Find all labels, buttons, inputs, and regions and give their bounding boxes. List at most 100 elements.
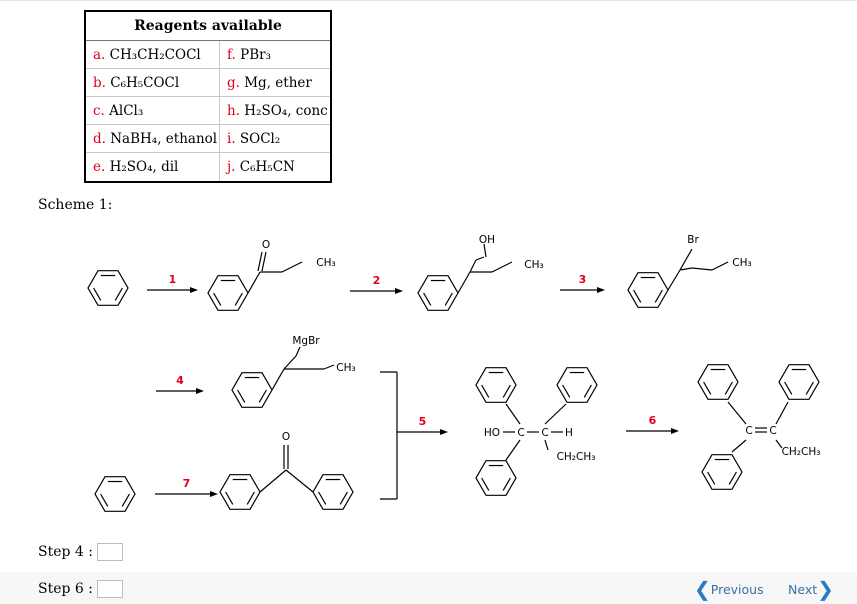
step-number-7: 7 [183,477,191,490]
aromatic-double-bond [784,381,793,395]
benzene-ring [207,275,249,311]
step-6-answer-row: Step 6 : [38,580,123,598]
aromatic-double-bond [100,493,109,507]
reagent-item: e. H₂SO₄, dil [86,153,220,181]
aromatic-double-bond [213,292,222,306]
benzene-ring [219,474,261,510]
reagent-name: C₆H₅COCl [110,75,180,91]
aromatic-double-bond [339,491,348,505]
methyl-label: CH₃ [336,362,355,374]
aromatic-double-bond [583,384,592,398]
step-number-5: 5 [419,415,427,428]
aromatic-double-bond [728,471,737,485]
bond-line [667,269,681,291]
step-number-6: 6 [649,414,657,427]
aromatic-double-bond [225,491,234,505]
bond-line [544,439,549,451]
bond-line [283,355,297,370]
aromatic-double-bond [93,287,102,301]
hydroxy-label: HO [484,427,500,439]
methyl-label: CH₃ [732,257,751,269]
reagent-name: Mg, ether [244,75,312,91]
bond-line [731,439,747,453]
hydroxyl-label: OH [479,234,495,246]
aromatic-double-bond [481,384,490,398]
benzene-ring [627,272,669,308]
aromatic-double-bond [237,389,246,403]
aromatic-double-bond [707,471,716,485]
chevron-right-icon: ❯ [817,577,834,601]
arrow-head [671,428,679,434]
hydrogen-label: H [565,427,573,439]
bond-line [483,243,487,258]
reagent-name: H₂SO₄, dil [109,159,179,175]
step-number-1: 1 [169,273,177,286]
top-divider [0,0,857,1]
reagent-letter: d. [93,131,106,147]
bond-line [295,346,301,357]
aromatic-double-bond [444,292,453,306]
mgbr-label: MgBr [292,335,320,347]
reagent-letter: e. [93,159,106,175]
reagent-name: CH₃CH₂COCl [109,47,201,63]
bond-line [281,261,303,273]
step-4-input[interactable] [97,543,123,561]
arrow-head [196,388,204,394]
reagent-name: PBr₃ [240,47,271,63]
bond-line [711,261,729,271]
arrow-head [190,287,198,293]
step-6-label: Step 6 : [38,581,93,597]
benzene-ring [697,364,739,400]
aromatic-double-bond [246,491,255,505]
step-6-input[interactable] [97,580,123,598]
arrow-head [597,287,605,293]
aromatic-double-bond [481,477,490,491]
benzene-ring [701,454,743,490]
bond-line [323,364,335,370]
ethyl-label: CH₂CH₃ [557,451,596,463]
bond-line [469,259,477,273]
reagent-name: SOCl₂ [239,131,281,147]
benzene-ring [475,460,517,496]
benzene-ring [417,275,459,311]
reagent-item: j. C₆H₅CN [220,153,330,181]
chevron-left-icon: ❮ [694,577,711,601]
bond-line [505,439,521,461]
carbon-label: C [517,427,524,439]
bond-line [261,251,267,272]
methyl-label: CH₃ [524,259,543,271]
reagent-item: b. C₆H₅COCl [86,69,220,97]
step-number-4: 4 [176,374,184,387]
reagent-name: H₂SO₄, conc [244,103,328,119]
aromatic-double-bond [502,477,511,491]
reagent-name: AlCl₃ [109,103,144,119]
bond-line [544,403,567,425]
arrow-head [440,429,448,435]
aromatic-double-bond [318,491,327,505]
reagent-letter: g. [227,75,240,91]
bond-line [775,401,789,425]
arrow-head [210,491,218,497]
step-number-2: 2 [373,274,381,287]
previous-button[interactable]: ❮ Previous [694,577,764,601]
bond-line [457,271,471,294]
aromatic-double-bond [724,381,733,395]
aromatic-double-bond [703,381,712,395]
bromine-label: Br [687,234,699,246]
bond-line [259,469,287,493]
methyl-label: CH₃ [316,257,335,269]
bond-line [727,401,747,425]
aromatic-double-bond [654,289,663,303]
next-button[interactable]: Next ❯ [788,577,834,601]
benzene-ring [778,364,820,400]
reagent-letter: c. [93,103,105,119]
bond-line [505,403,521,425]
aromatic-double-bond [114,287,123,301]
reagent-item: d. NaBH₄, ethanol [86,125,220,153]
aromatic-double-bond [423,292,432,306]
arrow-head [395,288,403,294]
aromatic-double-bond [234,292,243,306]
bond-line [775,439,783,449]
